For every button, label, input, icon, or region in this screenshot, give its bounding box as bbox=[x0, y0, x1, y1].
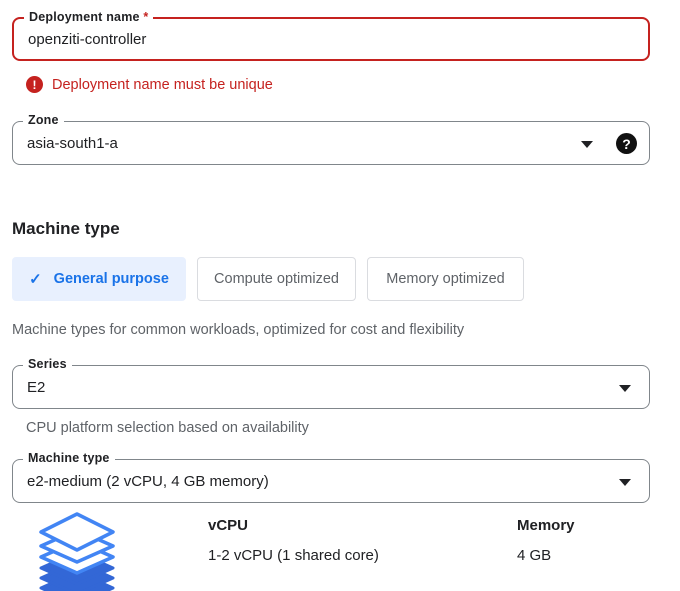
chevron-down-icon[interactable] bbox=[619, 385, 631, 392]
machine-type-heading: Machine type bbox=[12, 219, 120, 238]
machine-type-field[interactable]: Machine type e2-medium (2 vCPU, 4 GB mem… bbox=[12, 451, 650, 503]
machine-type-label: Machine type bbox=[23, 451, 115, 465]
tab-general-purpose-label: General purpose bbox=[53, 271, 169, 287]
vcpu-value: 1-2 vCPU (1 shared core) bbox=[208, 547, 379, 564]
memory-column: Memory 4 GB bbox=[517, 511, 680, 591]
zone-label: Zone bbox=[23, 113, 64, 127]
chevron-down-icon[interactable] bbox=[581, 141, 593, 148]
tab-memory-optimized-label: Memory optimized bbox=[386, 271, 505, 287]
deployment-name-field[interactable]: Deployment name * bbox=[12, 10, 650, 61]
vcpu-column: vCPU 1-2 vCPU (1 shared core) bbox=[208, 511, 517, 591]
zone-field[interactable]: Zone asia-south1-a ? bbox=[12, 113, 650, 165]
error-message-text: Deployment name must be unique bbox=[52, 76, 273, 93]
memory-header: Memory bbox=[517, 517, 575, 534]
series-label: Series bbox=[23, 357, 72, 371]
error-icon: ! bbox=[26, 76, 43, 93]
layers-icon bbox=[12, 511, 208, 591]
series-field[interactable]: Series E2 bbox=[12, 357, 650, 409]
deployment-name-label-text: Deployment name bbox=[29, 10, 140, 24]
deployment-name-error: ! Deployment name must be unique bbox=[26, 76, 680, 93]
series-helper-text: CPU platform selection based on availabi… bbox=[26, 420, 309, 436]
help-icon[interactable]: ? bbox=[616, 133, 637, 154]
series-value: E2 bbox=[27, 378, 46, 396]
machine-type-value: e2-medium (2 vCPU, 4 GB memory) bbox=[27, 472, 269, 490]
deployment-name-label: Deployment name * bbox=[24, 10, 154, 24]
tab-compute-optimized[interactable]: Compute optimized bbox=[197, 257, 356, 301]
tab-general-purpose[interactable]: ✓ General purpose bbox=[12, 257, 186, 301]
machine-type-description: Machine types for common workloads, opti… bbox=[12, 322, 465, 338]
tab-memory-optimized[interactable]: Memory optimized bbox=[367, 257, 524, 301]
memory-value: 4 GB bbox=[517, 547, 552, 564]
tab-compute-optimized-label: Compute optimized bbox=[214, 271, 339, 287]
required-asterisk: * bbox=[143, 10, 149, 24]
machine-specs: vCPU 1-2 vCPU (1 shared core) Memory 4 G… bbox=[12, 511, 680, 591]
zone-value: asia-south1-a bbox=[27, 134, 118, 152]
deployment-name-input[interactable] bbox=[28, 30, 458, 48]
check-icon: ✓ bbox=[29, 271, 42, 288]
vcpu-header: vCPU bbox=[208, 517, 249, 534]
machine-type-tabs: ✓ General purpose Compute optimized Memo… bbox=[12, 257, 680, 301]
chevron-down-icon[interactable] bbox=[619, 479, 631, 486]
